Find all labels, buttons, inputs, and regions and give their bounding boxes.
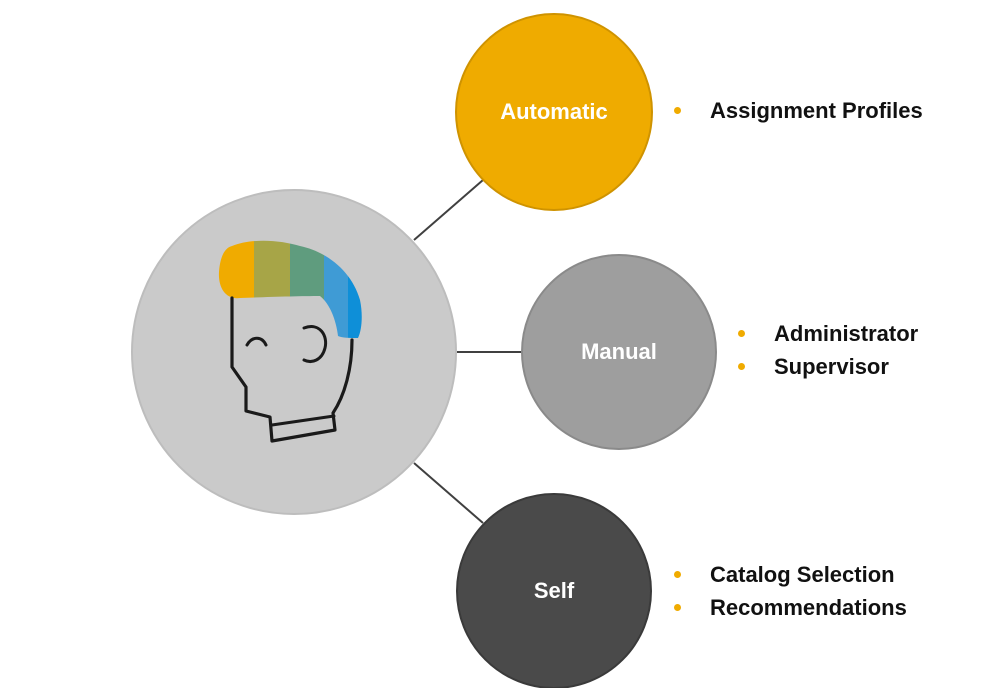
bullet-icon xyxy=(674,107,681,114)
self-label: Self xyxy=(534,578,575,603)
self-bullet-list: Catalog Selection Recommendations xyxy=(674,558,907,624)
category-automatic: Automatic xyxy=(455,13,653,211)
bullet-text: Administrator xyxy=(774,321,919,346)
center-circle xyxy=(131,189,457,515)
category-self: Self xyxy=(456,493,652,689)
list-item: Catalog Selection xyxy=(674,558,907,591)
bullet-text: Supervisor xyxy=(774,354,889,379)
bullet-text: Recommendations xyxy=(710,595,907,620)
bullet-text: Catalog Selection xyxy=(710,562,895,587)
bullet-icon xyxy=(674,571,681,578)
automatic-circle xyxy=(455,13,653,211)
list-item: Administrator xyxy=(738,317,918,350)
list-item: Recommendations xyxy=(674,591,907,624)
automatic-bullet-list: Assignment Profiles xyxy=(674,94,923,127)
connector-automatic xyxy=(413,179,484,241)
bullet-icon xyxy=(674,604,681,611)
category-manual: Manual xyxy=(521,254,717,450)
manual-circle xyxy=(521,254,717,450)
list-item: Assignment Profiles xyxy=(674,94,923,127)
manual-label: Manual xyxy=(581,339,657,364)
connector-self xyxy=(413,462,484,524)
bullet-icon xyxy=(738,330,745,337)
list-item: Supervisor xyxy=(738,350,918,383)
bullet-text: Assignment Profiles xyxy=(710,98,923,123)
manual-bullet-list: Administrator Supervisor xyxy=(738,317,918,383)
automatic-label: Automatic xyxy=(500,99,608,124)
bullet-icon xyxy=(738,363,745,370)
